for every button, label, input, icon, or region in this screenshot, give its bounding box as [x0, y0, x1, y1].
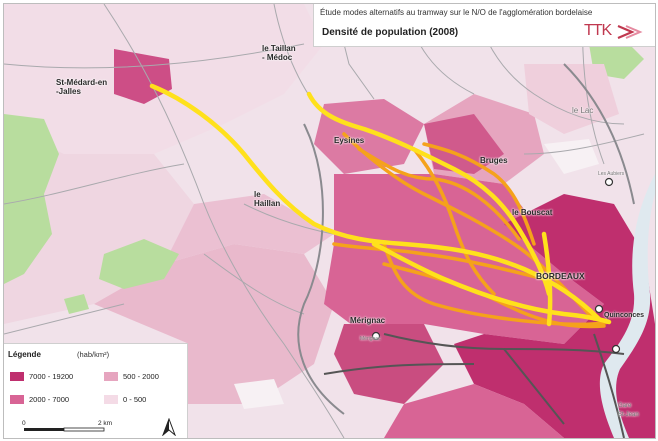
legend-item-low: 0 - 500: [104, 395, 146, 404]
legend-label: 2000 - 7000: [29, 395, 70, 404]
scale-zero: 0: [22, 420, 26, 427]
station-gare-marker[interactable]: [611, 344, 621, 354]
label-le-haillan: le Haillan: [254, 190, 281, 208]
station-quinconces-marker[interactable]: [594, 304, 604, 314]
label-le-lac: le Lac: [572, 106, 594, 115]
label-quinconces: Quinconces: [604, 312, 645, 319]
north-arrow-icon: [162, 418, 176, 436]
legend-label: 500 - 2000: [123, 372, 159, 381]
zone-merignac: [334, 324, 444, 404]
study-title: Étude modes alternatifs au tramway sur l…: [320, 8, 593, 17]
legend-title: Légende: [8, 350, 41, 359]
ttk-logo: TTK: [584, 22, 654, 44]
label-gare: Gare St-Jean: [618, 403, 639, 418]
label-bordeaux: BORDEAUX: [536, 271, 585, 281]
forest-southwest: [99, 239, 179, 289]
zone-south: [384, 384, 564, 438]
label-les-aubiers: Les Aubiers: [598, 171, 625, 177]
garonne-river: [599, 174, 655, 438]
legend-swatch: [10, 395, 24, 404]
legend-item-high: 2000 - 7000: [10, 395, 69, 404]
logo-arrow-icon: [617, 24, 643, 40]
station-aubiers-marker[interactable]: [604, 177, 614, 187]
label-eysines: Eysines: [334, 136, 365, 145]
map-title: Densité de population (2008): [322, 27, 459, 38]
scale-end: 2 km: [98, 420, 113, 427]
legend-swatch: [104, 372, 118, 381]
density-map[interactable]: [4, 4, 655, 438]
label-merignac-airport: Mérignac: [360, 336, 381, 342]
logo-text: TTK: [584, 22, 612, 39]
legend-label: 7000 - 19200: [29, 372, 74, 381]
routes-orange: [332, 132, 611, 329]
station-merignac-marker[interactable]: [371, 331, 381, 341]
legend-item-medium: 500 - 2000: [104, 372, 159, 381]
ring-road: [297, 63, 635, 415]
routes-yellow: [149, 83, 612, 327]
zone-le-lac: [524, 64, 619, 134]
zone-high-north: [424, 114, 504, 174]
label-bruges: Bruges: [480, 156, 508, 165]
legend-item-very-high: 7000 - 19200: [10, 372, 73, 381]
legend-panel: Légende (hab/km²) 7000 - 19200 2000 - 70…: [4, 343, 188, 438]
legend-swatch: [104, 395, 118, 404]
label-le-taillan: le Taillan - Médoc: [262, 44, 296, 62]
park-block-2: [234, 379, 284, 409]
zone-medium-center-west: [164, 194, 334, 264]
map-frame[interactable]: le Taillan - Médoc St-Médard-en -Jalles …: [3, 3, 656, 439]
legend-unit: (hab/km²): [77, 350, 110, 359]
scale-bar: [24, 427, 105, 432]
label-merignac: Mérignac: [350, 316, 386, 325]
zone-eysines: [314, 99, 424, 174]
label-st-medard: St-Médard-en -Jalles: [56, 78, 108, 96]
title-panel: Étude modes alternatifs au tramway sur l…: [313, 4, 655, 47]
zone-medium-southwest: [94, 244, 334, 404]
legend-swatch: [10, 372, 24, 381]
tram-lines: [323, 333, 625, 438]
legend-label: 0 - 500: [123, 395, 147, 404]
forest-small: [64, 294, 89, 314]
label-le-bouscat: le Bouscat: [512, 208, 553, 217]
